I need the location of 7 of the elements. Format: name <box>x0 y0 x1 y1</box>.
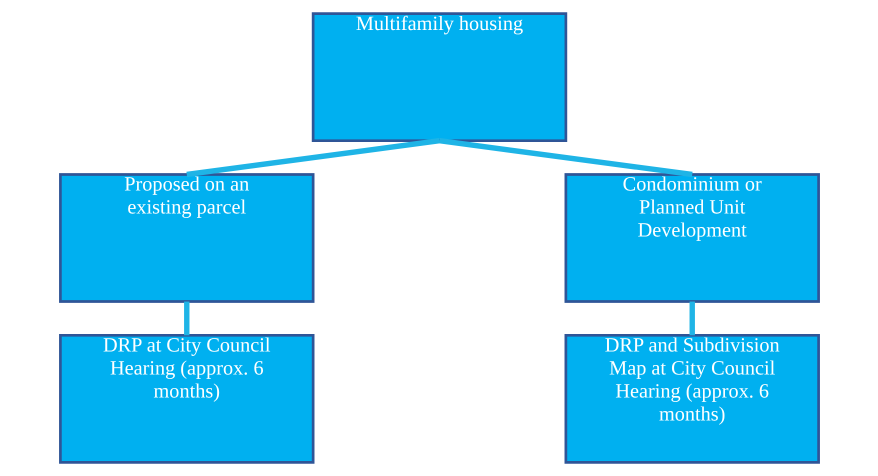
connector <box>184 302 189 336</box>
node-box: Condominium or Planned Unit Development <box>564 173 820 303</box>
node-box: Multifamily housing <box>311 12 567 142</box>
connector <box>689 302 694 336</box>
node-box: DRP at City Council Hearing (approx. 6 months) <box>58 334 314 464</box>
node-box: Proposed on an existing parcel <box>58 173 314 303</box>
node-box: DRP and Subdivision Map at City Council Hearing (approx. 6 months) <box>564 334 820 464</box>
